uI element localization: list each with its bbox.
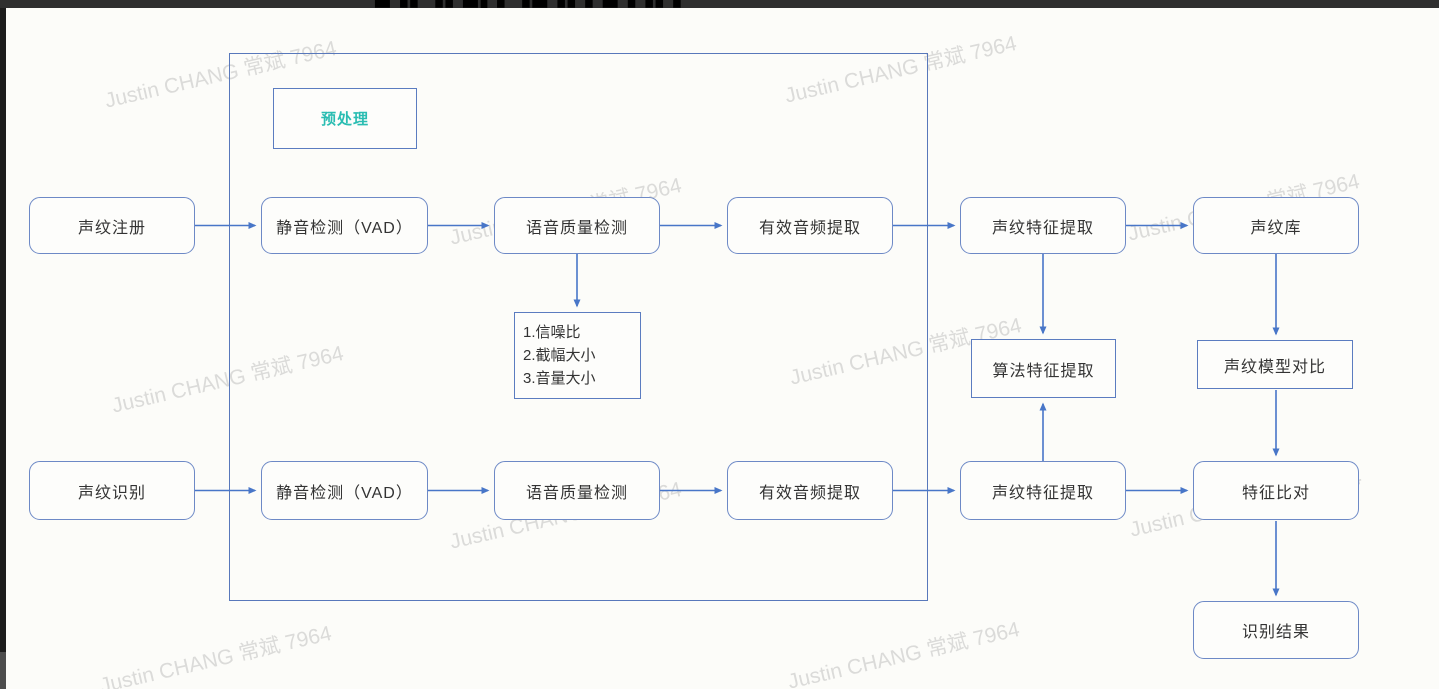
node-voiceprint-register: 声纹注册 [29, 197, 195, 254]
criteria-line-snr: 1.信噪比 [523, 323, 581, 341]
node-audio-extract-recognize: 有效音频提取 [727, 461, 893, 520]
node-voiceprint-library: 声纹库 [1193, 197, 1359, 254]
node-vad-recognize: 静音检测（VAD） [261, 461, 428, 520]
node-model-compare: 声纹模型对比 [1197, 340, 1353, 389]
node-voiceprint-recognize: 声纹识别 [29, 461, 195, 520]
node-quality-check-register: 语音质量检测 [494, 197, 660, 254]
preprocess-group-frame [229, 53, 928, 601]
preprocess-label-box: 预处理 [273, 88, 417, 149]
node-vad-register: 静音检测（VAD） [261, 197, 428, 254]
watermark: Justin CHANG 常斌 7964 [97, 621, 334, 689]
criteria-line-volume: 3.音量大小 [523, 370, 596, 388]
node-feature-extract-recognize: 声纹特征提取 [960, 461, 1126, 520]
top-window-bar: ▙▚▛▜▞▙▌▛▚▙▜▞▛▙▚▜▛▞ [0, 0, 1439, 8]
node-quality-criteria: 1.信噪比 2.截幅大小 3.音量大小 [514, 312, 641, 399]
left-edge-strip-foot [0, 652, 6, 689]
node-recognition-result: 识别结果 [1193, 601, 1359, 659]
node-audio-extract-register: 有效音频提取 [727, 197, 893, 254]
preprocess-label: 预处理 [320, 111, 369, 128]
watermark: Justin CHANG 常斌 7964 [785, 617, 1022, 689]
clipped-title-fragment: ▙▚▛▜▞▙▌▛▚▙▜▞▛▙▚▜▛▞ [375, 0, 855, 8]
left-edge-strip [0, 8, 6, 689]
node-feature-extract-register: 声纹特征提取 [960, 197, 1126, 254]
node-quality-check-recognize: 语音质量检测 [494, 461, 660, 520]
criteria-line-clipping: 2.截幅大小 [523, 346, 596, 364]
node-feature-compare: 特征比对 [1193, 461, 1359, 520]
node-algorithm-feature-extract: 算法特征提取 [971, 339, 1116, 398]
